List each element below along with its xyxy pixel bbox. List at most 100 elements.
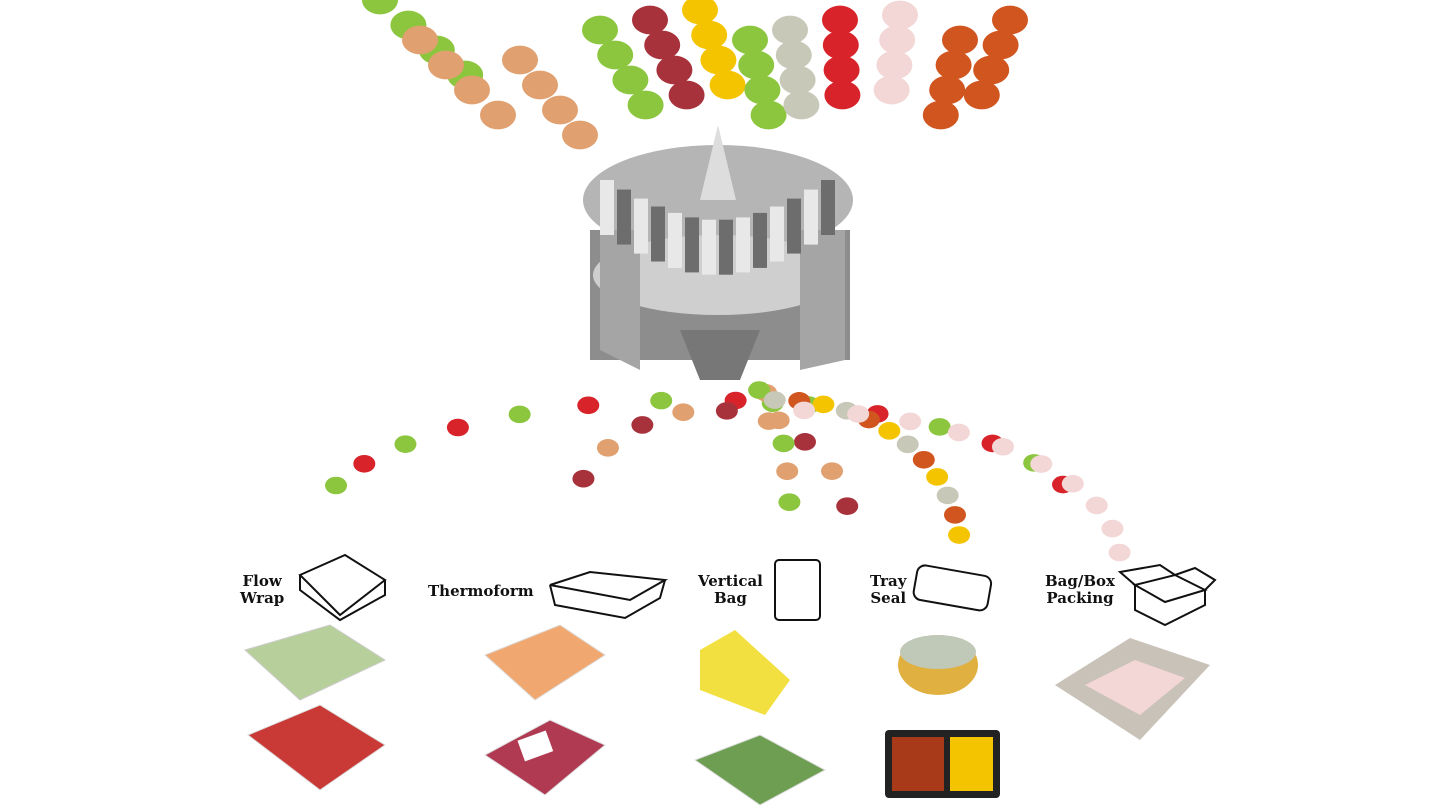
food-piece (480, 100, 516, 130)
food-piece (650, 391, 673, 410)
food-piece (836, 497, 859, 515)
food-piece (928, 418, 951, 436)
food-piece (847, 405, 870, 423)
salad-pack (244, 624, 387, 701)
food-piece (947, 423, 970, 442)
weigh-bucket (736, 217, 750, 273)
packaging-icons (298, 553, 1217, 627)
food-piece (582, 15, 618, 45)
food-piece (778, 493, 801, 511)
weigh-bucket (770, 206, 784, 262)
box-icon (1117, 563, 1217, 627)
food-piece (508, 405, 531, 424)
label-line: Vertical (698, 572, 763, 590)
product-photos (244, 624, 1210, 806)
food-piece (691, 20, 728, 50)
flow-wrap-icon (298, 553, 387, 622)
food-piece (912, 450, 935, 469)
label-line: Tray (870, 572, 907, 590)
food-piece (597, 40, 634, 70)
food-piece (936, 486, 959, 505)
multihead-weigher-machine (583, 125, 853, 380)
strawberry-pack (247, 704, 386, 791)
food-piece (612, 65, 649, 95)
weigh-bucket (719, 219, 733, 275)
weigh-bucket (668, 212, 682, 268)
tray-seal-icon (912, 564, 993, 612)
food-piece (1101, 519, 1124, 538)
food-piece (632, 5, 668, 35)
vegetable-pack (693, 734, 827, 806)
label-line: Bag (714, 589, 747, 607)
food-piece (963, 80, 1000, 110)
food-piece (935, 50, 972, 80)
weigh-bucket (634, 198, 648, 254)
weigh-bucket (617, 189, 631, 245)
food-piece (627, 90, 664, 120)
weigh-bucket (685, 217, 699, 273)
food-piece (882, 0, 918, 30)
food-piece (732, 25, 768, 55)
food-piece (325, 476, 348, 495)
food-piece (656, 55, 693, 85)
food-piece (793, 433, 816, 451)
food-piece (948, 526, 971, 544)
food-piece (744, 75, 781, 105)
vertical-bag-icon (774, 559, 821, 621)
food-piece (748, 381, 771, 399)
food-piece (562, 120, 598, 150)
food-piece (750, 100, 787, 130)
food-piece (896, 435, 919, 454)
food-piece (394, 435, 417, 453)
food-piece (822, 5, 858, 35)
weigh-bucket (821, 180, 835, 235)
weigh-bucket (753, 212, 767, 268)
food-piece (428, 50, 464, 80)
food-stream-top (362, 0, 1028, 150)
food-piece (668, 80, 705, 110)
weigh-bucket (804, 189, 818, 245)
weigh-bucket (651, 206, 665, 262)
label-line: Wrap (240, 589, 285, 607)
food-piece (776, 462, 799, 481)
chicken-thermoform (484, 624, 606, 701)
food-piece (502, 45, 538, 75)
label-line: Bag/Box (1045, 572, 1115, 590)
food-piece (982, 30, 1019, 60)
food-piece (973, 55, 1010, 85)
label-line: Packing (1046, 589, 1114, 607)
food-piece (672, 403, 695, 421)
food-piece (879, 25, 916, 55)
food-piece (763, 391, 786, 409)
food-piece (682, 0, 718, 25)
food-piece (577, 396, 600, 415)
food-piece (1030, 455, 1053, 473)
food-piece (942, 25, 978, 55)
food-piece (1061, 474, 1084, 493)
food-piece (991, 437, 1014, 456)
food-piece (775, 40, 812, 70)
food-piece (772, 15, 808, 45)
food-piece (899, 412, 922, 431)
food-piece (738, 50, 775, 80)
food-piece (522, 70, 558, 100)
food-piece (402, 25, 438, 55)
food-piece (772, 434, 795, 453)
food-piece (926, 468, 949, 486)
food-piece (873, 75, 910, 105)
weigh-bucket (600, 180, 614, 235)
food-stream-arcs (325, 381, 1131, 562)
vertical-bag-product (700, 630, 790, 715)
food-piece (823, 55, 860, 85)
food-piece (824, 80, 861, 110)
food-piece (700, 45, 737, 75)
food-piece (353, 454, 376, 473)
food-piece (812, 395, 835, 414)
label-line: Seal (870, 589, 907, 607)
label-line: Thermoform (428, 582, 534, 600)
food-piece (922, 100, 959, 130)
